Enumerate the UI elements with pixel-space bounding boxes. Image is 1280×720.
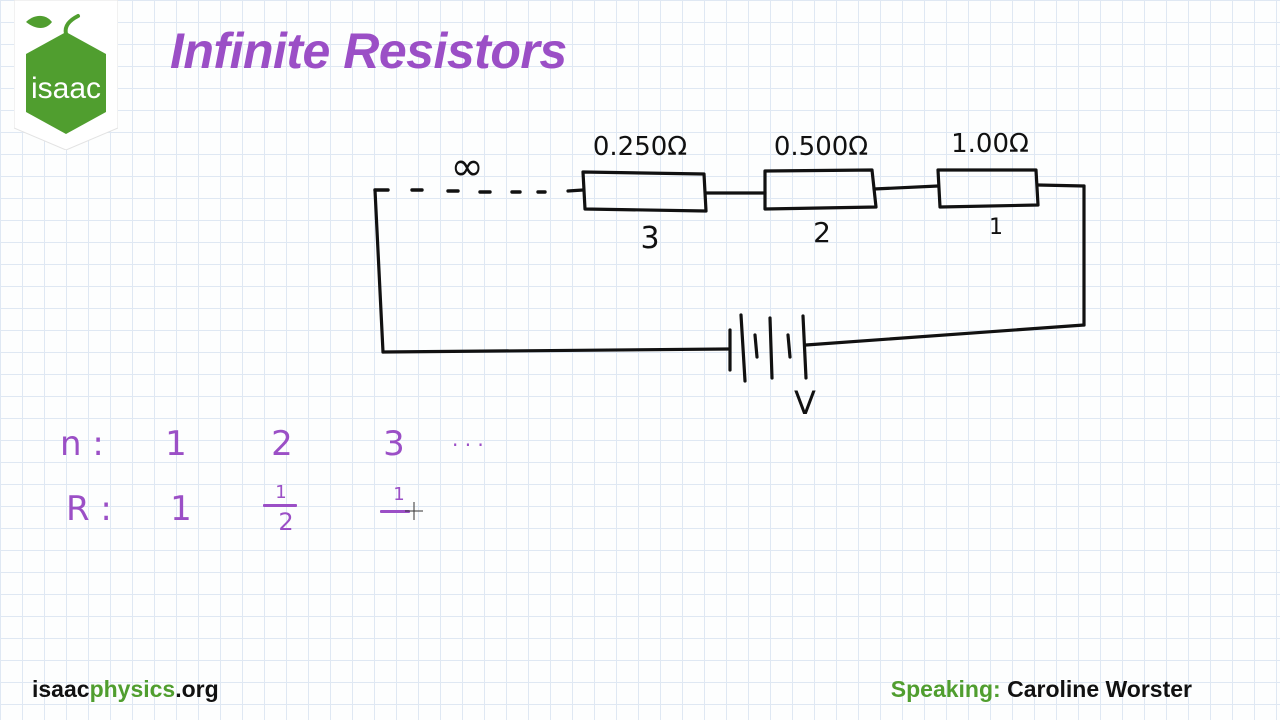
r-fraction-2-denominator: 2 (278, 508, 293, 536)
n-continuation: . . . (452, 427, 484, 451)
crosshair-cursor-icon (405, 502, 423, 520)
speaking-label: Speaking: (890, 676, 1001, 702)
r-fraction-2-numerator: 1 (275, 482, 286, 503)
n-value-2: 2 (271, 424, 293, 464)
row-r-label: R : (66, 489, 112, 529)
speaker-name: Caroline Worster (1007, 676, 1192, 702)
resistor-2-value: 0.500Ω (774, 132, 868, 162)
resistor-1-value: 1.00Ω (951, 129, 1029, 159)
url-part-physics: physics (89, 676, 176, 702)
r-fraction-3-bar (380, 510, 410, 513)
resistor-1-index: 1 (989, 215, 1003, 240)
isaac-logo: isaac (13, 0, 119, 151)
r-fraction-2-bar (263, 504, 297, 507)
r-value-1: 1 (170, 489, 192, 529)
speaker-credit: Speaking: Caroline Worster (891, 676, 1192, 703)
resistor-3-value: 0.250Ω (593, 132, 687, 162)
url-part-org: .org (175, 676, 219, 702)
battery-label: V (794, 384, 816, 422)
footer-website: isaacphysics.org (32, 676, 219, 703)
n-value-3: 3 (383, 424, 405, 464)
resistor-2-index: 2 (813, 216, 831, 249)
resistor-3-index: 3 (640, 221, 659, 256)
logo-text: isaac (31, 72, 101, 105)
r-fraction-3-numerator: 1 (393, 484, 404, 505)
url-part-isaac: isaac (32, 676, 90, 702)
page-title: Infinite Resistors (170, 23, 567, 79)
n-value-1: 1 (165, 424, 187, 464)
row-n-label: n : (60, 424, 104, 464)
infinity-symbol: ∞ (450, 144, 483, 190)
